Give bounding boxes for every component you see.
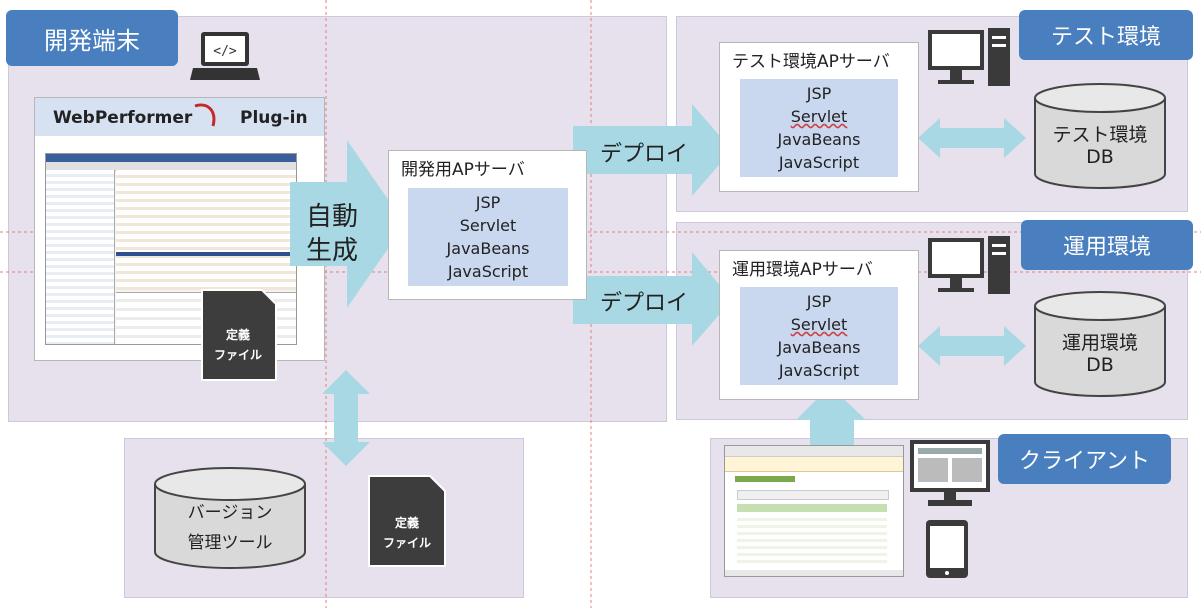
deploy-prod-label: デプロイ bbox=[600, 291, 689, 316]
vcs-label-1: バージョン bbox=[187, 503, 273, 523]
client-badge: クライアント bbox=[998, 434, 1171, 484]
tech-servlet: Servlet bbox=[459, 216, 517, 235]
tech-javascript: JavaScript bbox=[778, 153, 860, 172]
prod-db-cylinder bbox=[1034, 291, 1166, 397]
webperformer-logo: WebPerformer bbox=[53, 108, 193, 128]
prod-ap-server-title: 運用環境APサーバ bbox=[732, 260, 873, 280]
test-tech-stack: JSP Servlet JavaBeans JavaScript bbox=[740, 79, 898, 177]
auto-generate-label-1: 自動 bbox=[306, 202, 359, 232]
def-file-label-1: 定義 bbox=[225, 328, 250, 342]
dev-ap-server: 開発用APサーバ JSP Servlet JavaBeans JavaScrip… bbox=[388, 150, 587, 300]
test-db-label-2: DB bbox=[1086, 146, 1114, 168]
tech-javascript: JavaScript bbox=[778, 361, 860, 380]
webperformer-header bbox=[35, 98, 324, 136]
test-ap-server: テスト環境APサーバ JSP Servlet JavaBeans JavaScr… bbox=[719, 42, 919, 192]
plugin-label: Plug-in bbox=[240, 108, 308, 128]
tech-javabeans: JavaBeans bbox=[446, 239, 530, 258]
logo-swoosh-icon bbox=[194, 103, 216, 127]
test-db-label-1: テスト環境 bbox=[1052, 124, 1148, 146]
prod-db-label-1: 運用環境 bbox=[1061, 332, 1138, 354]
prod-db-label-2: DB bbox=[1086, 354, 1114, 376]
vcs-label-2: 管理ツール bbox=[187, 533, 273, 553]
tech-jsp: JSP bbox=[806, 84, 832, 103]
tech-javabeans: JavaBeans bbox=[777, 338, 861, 357]
dev-tech-stack: JSP Servlet JavaBeans JavaScript bbox=[408, 188, 568, 286]
vcs-def-file-label-2: ファイル bbox=[382, 536, 431, 550]
prod-tech-stack: JSP Servlet JavaBeans JavaScript bbox=[740, 287, 898, 385]
test-env-badge: テスト環境 bbox=[1019, 10, 1193, 60]
tech-javascript: JavaScript bbox=[447, 262, 529, 281]
prod-ap-server: 運用環境APサーバ JSP Servlet JavaBeans JavaScri… bbox=[719, 250, 919, 400]
deploy-test-label: デプロイ bbox=[600, 142, 689, 167]
test-db-cylinder bbox=[1034, 83, 1166, 189]
tech-jsp: JSP bbox=[475, 193, 501, 212]
monitor-icon bbox=[910, 440, 990, 506]
tech-javabeans: JavaBeans bbox=[777, 130, 861, 149]
client-browser-screenshot bbox=[724, 445, 904, 577]
tablet-icon bbox=[926, 520, 968, 578]
tech-servlet: Servlet bbox=[790, 315, 848, 334]
dev-ap-server-title: 開発用APサーバ bbox=[401, 160, 525, 180]
tech-jsp: JSP bbox=[806, 292, 832, 311]
dev-terminal-badge: 開発端末 bbox=[6, 10, 178, 66]
def-file-label-2: ファイル bbox=[213, 348, 262, 362]
auto-generate-label-2: 生成 bbox=[306, 236, 359, 266]
prod-env-badge: 運用環境 bbox=[1021, 220, 1193, 270]
tech-servlet: Servlet bbox=[790, 107, 848, 126]
vcs-def-file-label-1: 定義 bbox=[394, 516, 419, 530]
test-ap-server-title: テスト環境APサーバ bbox=[732, 52, 890, 72]
vcs-db-cylinder bbox=[154, 467, 306, 569]
svg-text:</>: </> bbox=[213, 44, 237, 59]
